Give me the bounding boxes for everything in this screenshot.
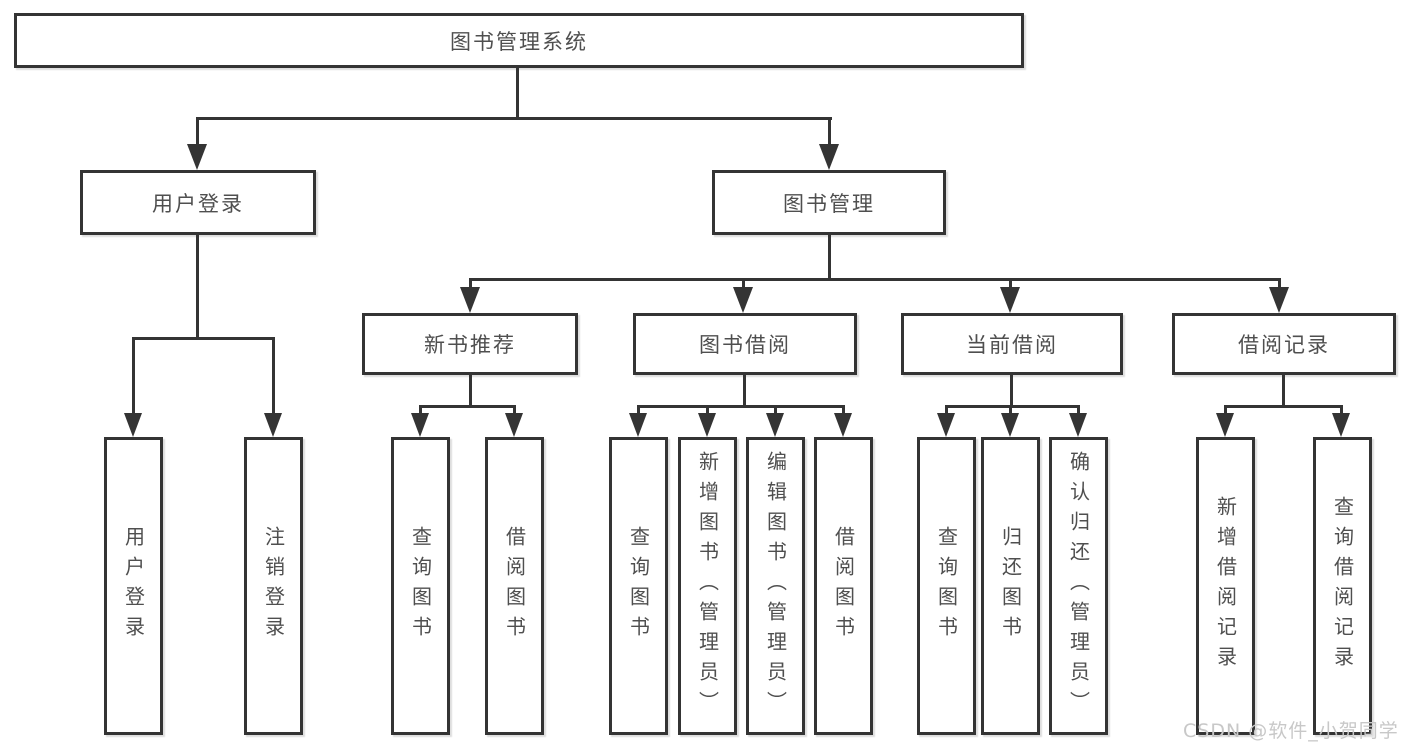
connector-line xyxy=(419,405,516,408)
connector-line xyxy=(945,405,1080,408)
node-label: 当前借阅 xyxy=(966,333,1058,357)
node-label: 新书推荐 xyxy=(424,333,516,357)
connector-line xyxy=(196,117,199,147)
connector-line xyxy=(743,375,746,407)
arrow-down-icon xyxy=(460,287,480,313)
connector-line xyxy=(132,337,135,415)
node-label: 用户登录 xyxy=(152,191,244,216)
leaf-query-borrow-record: 查询借阅记录 xyxy=(1313,437,1372,735)
arrow-down-icon xyxy=(766,413,784,437)
leaf-confirm-return-admin: 确认归还（管理员） xyxy=(1049,437,1108,735)
leaf-borrow-books-recommend: 借阅图书 xyxy=(485,437,544,735)
arrow-down-icon xyxy=(834,413,852,437)
leaf-query-books-borrow: 查询图书 xyxy=(609,437,668,735)
connector-line xyxy=(1224,405,1227,416)
connector-line xyxy=(469,278,1281,281)
arrow-down-icon xyxy=(1269,287,1289,313)
leaf-label: 查询图书 xyxy=(934,526,959,646)
leaf-label: 借阅图书 xyxy=(502,526,527,646)
arrow-down-icon xyxy=(124,413,142,437)
node-label: 图书管理 xyxy=(783,191,875,216)
leaf-label: 查询借阅记录 xyxy=(1330,496,1355,676)
leaf-label: 查询图书 xyxy=(626,526,651,646)
arrow-down-icon xyxy=(1069,413,1087,437)
node-borrow-records: 借阅记录 xyxy=(1172,313,1396,375)
arrow-down-icon xyxy=(698,413,716,437)
node-book-borrow: 图书借阅 xyxy=(633,313,857,375)
leaf-add-books-admin: 新增图书（管理员） xyxy=(678,437,737,735)
connector-line xyxy=(637,405,845,408)
connector-line xyxy=(516,68,519,118)
connector-line xyxy=(1278,278,1281,292)
connector-line xyxy=(828,117,831,147)
node-root-label: 图书管理系统 xyxy=(450,29,588,54)
leaf-label: 注销登录 xyxy=(261,526,286,646)
connector-line xyxy=(1340,405,1343,416)
node-current-borrow: 当前借阅 xyxy=(901,313,1123,375)
connector-line xyxy=(1010,375,1013,407)
connector-line xyxy=(469,278,472,292)
arrow-down-icon xyxy=(733,287,753,313)
leaf-add-borrow-record: 新增借阅记录 xyxy=(1196,437,1255,735)
connector-line xyxy=(1009,405,1012,416)
arrow-down-icon xyxy=(411,413,429,437)
arrow-down-icon xyxy=(1332,413,1350,437)
arrow-down-icon xyxy=(1216,413,1234,437)
leaf-edit-books-admin: 编辑图书（管理员） xyxy=(746,437,805,735)
arrow-down-icon xyxy=(819,144,839,170)
connector-line xyxy=(1282,375,1285,407)
connector-line xyxy=(196,235,199,338)
arrow-down-icon xyxy=(1000,287,1020,313)
connector-line xyxy=(469,375,472,407)
leaf-user-login: 用户登录 xyxy=(104,437,163,735)
leaf-label: 用户登录 xyxy=(121,526,146,646)
leaf-label: 编辑图书（管理员） xyxy=(763,451,788,721)
connector-line xyxy=(774,405,777,416)
connector-line xyxy=(742,278,745,292)
arrow-down-icon xyxy=(505,413,523,437)
arrow-down-icon xyxy=(629,413,647,437)
leaf-label: 新增图书（管理员） xyxy=(695,451,720,721)
connector-line xyxy=(828,235,831,281)
leaf-logout: 注销登录 xyxy=(244,437,303,735)
connector-line xyxy=(1009,278,1012,292)
connector-line xyxy=(513,405,516,416)
connector-line xyxy=(637,405,640,416)
connector-line xyxy=(419,405,422,416)
leaf-query-books-current: 查询图书 xyxy=(917,437,976,735)
connector-line xyxy=(706,405,709,416)
connector-line xyxy=(1077,405,1080,416)
arrow-down-icon xyxy=(264,413,282,437)
leaf-return-books: 归还图书 xyxy=(981,437,1040,735)
arrow-down-icon xyxy=(1001,413,1019,437)
node-book-management: 图书管理 xyxy=(712,170,946,235)
leaf-label: 归还图书 xyxy=(998,526,1023,646)
arrow-down-icon xyxy=(937,413,955,437)
connector-line xyxy=(945,405,948,416)
node-label: 图书借阅 xyxy=(699,333,791,357)
connector-line xyxy=(196,117,832,120)
leaf-label: 确认归还（管理员） xyxy=(1066,451,1091,721)
connector-line xyxy=(272,337,275,415)
leaf-label: 借阅图书 xyxy=(831,526,856,646)
node-user-login: 用户登录 xyxy=(80,170,316,235)
arrow-down-icon xyxy=(187,144,207,170)
leaf-label: 查询图书 xyxy=(408,526,433,646)
leaf-borrow-books: 借阅图书 xyxy=(814,437,873,735)
connector-line xyxy=(1224,405,1342,408)
node-root: 图书管理系统 xyxy=(14,13,1024,68)
leaf-query-books-recommend: 查询图书 xyxy=(391,437,450,735)
watermark: CSDN @软件_小贺同学 xyxy=(1183,720,1399,742)
connector-line xyxy=(133,337,275,340)
node-new-book-recommend: 新书推荐 xyxy=(362,313,578,375)
leaf-label: 新增借阅记录 xyxy=(1213,496,1238,676)
node-label: 借阅记录 xyxy=(1238,333,1330,357)
connector-line xyxy=(842,405,845,416)
